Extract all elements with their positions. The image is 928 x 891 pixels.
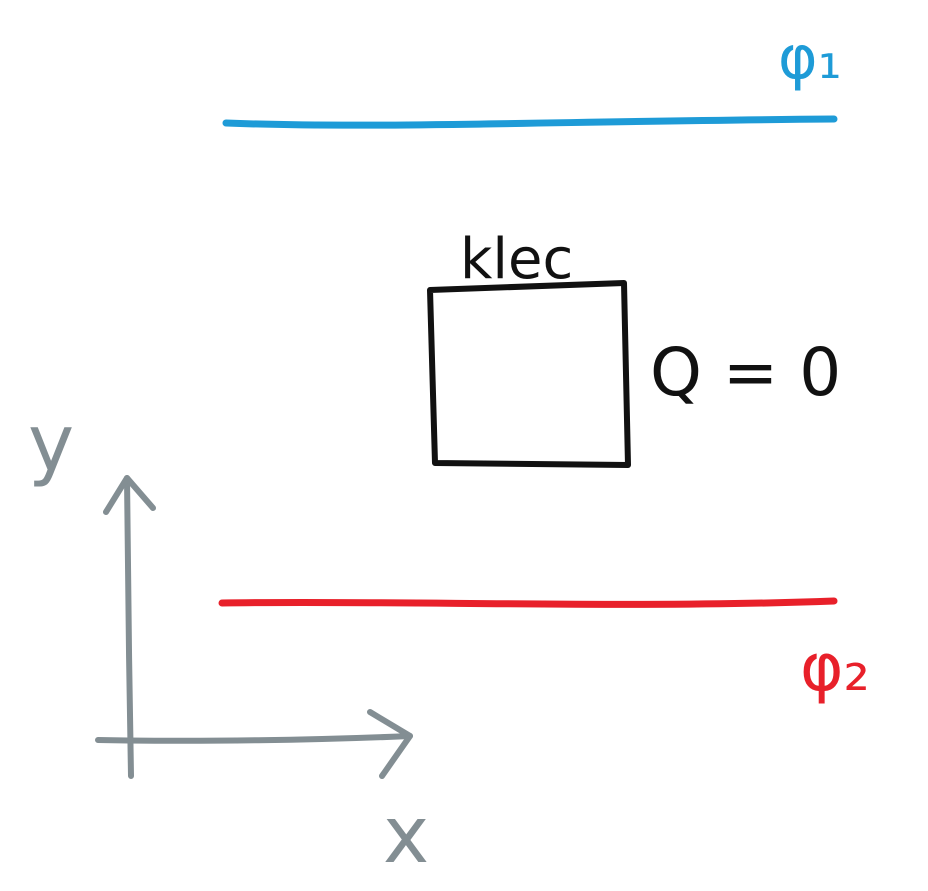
x-axis-arrowhead [367, 709, 413, 779]
klec-box [427, 280, 631, 468]
bottom-boundary-label: φ₂ [800, 629, 870, 706]
klec-label: klec [460, 227, 573, 292]
y-axis-label: y [28, 399, 74, 489]
top-boundary-line [222, 115, 838, 129]
top-boundary-label: φ₁ [778, 23, 842, 93]
x-axis-label: x [383, 791, 429, 881]
condition-label: Q = 0 [650, 334, 841, 411]
y-axis-arrowhead [103, 475, 156, 515]
y-axis [124, 475, 134, 779]
x-axis [95, 733, 413, 744]
bottom-boundary-line [218, 597, 838, 608]
